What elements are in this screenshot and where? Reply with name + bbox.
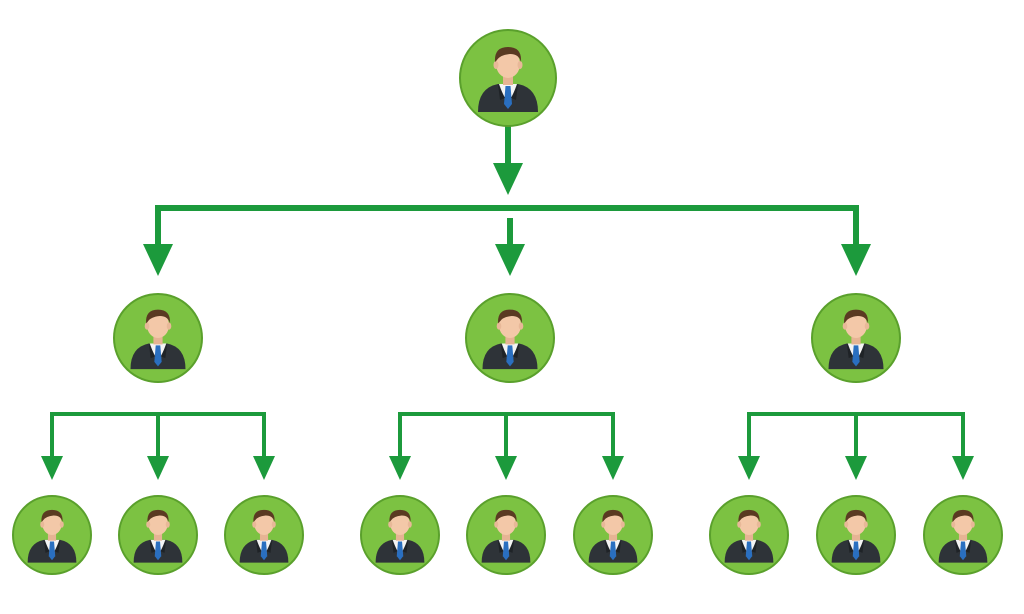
businessman-icon [724, 509, 774, 563]
level2-arrow [495, 456, 517, 480]
level2-arrow [389, 456, 411, 480]
level1-arrow [143, 244, 173, 276]
businessman-icon [27, 509, 77, 563]
businessman-icon [828, 309, 884, 370]
nodes [12, 29, 1003, 575]
level2-arrow [602, 456, 624, 480]
org-node-staff-right-1 [709, 495, 789, 575]
org-node-manager-right [811, 293, 901, 383]
org-node-staff-center-1 [360, 495, 440, 575]
org-node-manager-center [465, 293, 555, 383]
level2-arrow [738, 456, 760, 480]
businessman-icon [375, 509, 425, 563]
level2-arrow [41, 456, 63, 480]
level2-arrow [845, 456, 867, 480]
businessman-icon [239, 509, 289, 563]
org-node-staff-center-3 [573, 495, 653, 575]
org-node-root [459, 29, 557, 127]
businessman-icon [831, 509, 881, 563]
level2-arrow [952, 456, 974, 480]
connectors [41, 126, 974, 480]
org-node-staff-left-2 [118, 495, 198, 575]
org-node-staff-right-2 [816, 495, 896, 575]
root-arrow [493, 163, 523, 195]
org-node-staff-left-1 [12, 495, 92, 575]
businessman-icon [481, 509, 531, 563]
businessman-icon [938, 509, 988, 563]
level2-arrow [253, 456, 275, 480]
businessman-icon [130, 309, 186, 370]
org-node-staff-right-3 [923, 495, 1003, 575]
level1-arrow [841, 244, 871, 276]
org-node-staff-center-2 [466, 495, 546, 575]
org-node-manager-left [113, 293, 203, 383]
org-node-staff-left-3 [224, 495, 304, 575]
level1-arrow [495, 244, 525, 276]
businessman-icon [478, 47, 538, 112]
businessman-icon [588, 509, 638, 563]
businessman-icon [482, 309, 538, 370]
level2-arrow [147, 456, 169, 480]
businessman-icon [133, 509, 183, 563]
